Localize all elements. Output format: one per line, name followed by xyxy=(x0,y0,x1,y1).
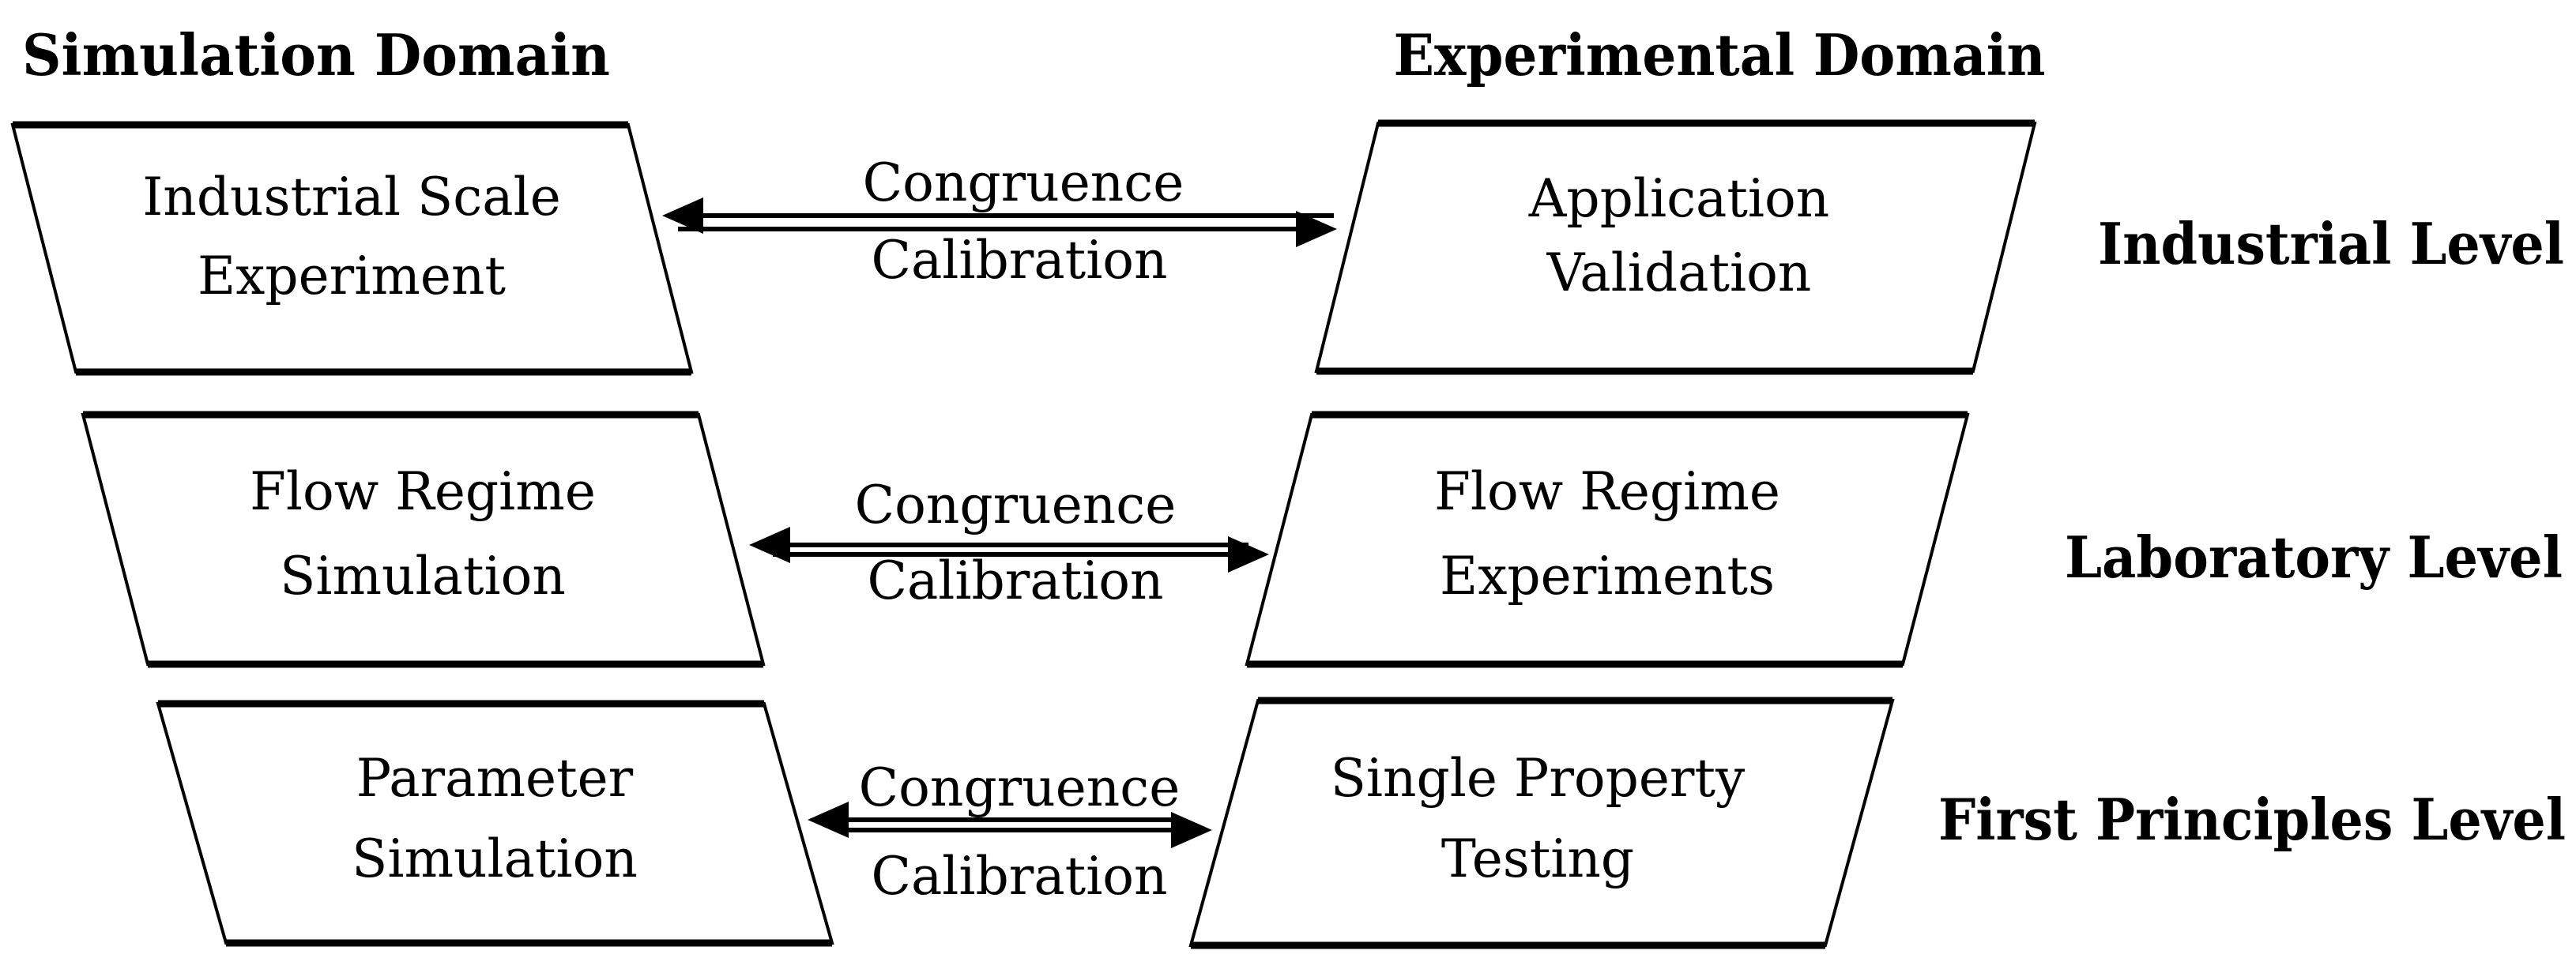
box-experimental-application-validation: Application Validation xyxy=(1314,119,2037,375)
header-experimental-domain: Experimental Domain xyxy=(1394,21,2046,88)
arrow-label-line1: Congruence xyxy=(855,475,1177,535)
box-label-line1: Single Property xyxy=(1331,748,1746,809)
arrow-label-line2: Calibration xyxy=(867,550,1163,611)
arrowhead-right-icon xyxy=(1171,812,1212,848)
box-label-line1: Flow Regime xyxy=(250,461,596,522)
box-label-line2: Validation xyxy=(1546,242,1812,303)
arrowhead-right-icon xyxy=(1296,211,1337,247)
box-simulation-parameter-simulation: Parameter Simulation xyxy=(156,700,834,947)
arrow-congruence-calibration-industrial: Congruence Calibration xyxy=(662,152,1337,291)
row-first-principles: Parameter Simulation Congruence Calibrat… xyxy=(156,697,2566,949)
level-label-industrial: Industrial Level xyxy=(2098,210,2564,277)
box-label-line2: Experiments xyxy=(1440,546,1775,607)
parallelogram-shape xyxy=(156,702,834,945)
parallelogram-shape xyxy=(1188,699,1895,947)
parallelogram-shape xyxy=(81,413,766,666)
arrowhead-right-icon xyxy=(1228,536,1269,573)
arrowhead-left-icon xyxy=(662,197,703,234)
box-label-line2: Testing xyxy=(1441,828,1634,889)
box-simulation-flow-regime-simulation: Flow Regime Simulation xyxy=(81,411,766,668)
arrow-label-line2: Calibration xyxy=(871,846,1167,907)
arrowhead-left-icon xyxy=(808,802,849,838)
box-simulation-industrial-scale-experiment: Industrial Scale Experiment xyxy=(10,121,694,376)
arrow-label-line1: Congruence xyxy=(859,757,1181,818)
box-label-line1: Flow Regime xyxy=(1434,461,1780,522)
arrow-congruence-calibration-first-principles: Congruence Calibration xyxy=(808,757,1212,907)
box-label-line1: Application xyxy=(1528,168,1830,229)
arrow-label-line1: Congruence xyxy=(863,152,1184,213)
box-label-line1: Industrial Scale xyxy=(142,167,561,227)
level-label-laboratory: Laboratory Level xyxy=(2065,524,2563,591)
arrow-congruence-calibration-laboratory: Congruence Calibration xyxy=(749,475,1269,611)
box-experimental-flow-regime-experiments: Flow Regime Experiments xyxy=(1245,411,1970,668)
box-label-line2: Experiment xyxy=(198,246,506,306)
box-experimental-single-property-testing: Single Property Testing xyxy=(1188,697,1895,949)
arrow-label-line2: Calibration xyxy=(871,230,1167,291)
parallelogram-shape xyxy=(1245,413,1970,666)
level-label-first-principles: First Principles Level xyxy=(1938,786,2566,853)
arrowhead-left-icon xyxy=(749,527,790,563)
row-industrial: Industrial Scale Experiment Congruence C… xyxy=(10,119,2564,376)
box-label-line1: Parameter xyxy=(356,748,634,809)
box-label-line2: Simulation xyxy=(352,828,638,889)
header-simulation-domain: Simulation Domain xyxy=(22,21,610,88)
box-label-line2: Simulation xyxy=(280,546,566,607)
row-laboratory: Flow Regime Simulation Congruence Calibr… xyxy=(81,411,2563,668)
